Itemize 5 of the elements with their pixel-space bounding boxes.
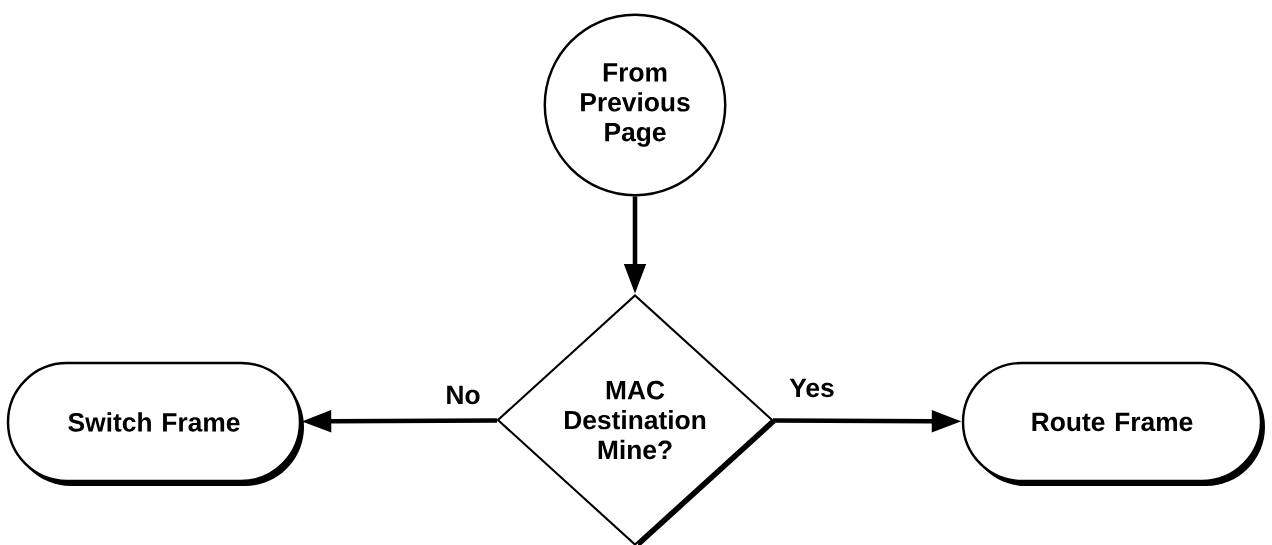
node-label: MAC Destination Mine? bbox=[565, 380, 706, 460]
edge-label: Yes bbox=[787, 377, 837, 399]
edge-label: No bbox=[443, 384, 483, 406]
terminal-box: Route Frame bbox=[961, 361, 1265, 486]
terminal-box: Switch Frame bbox=[6, 361, 304, 486]
